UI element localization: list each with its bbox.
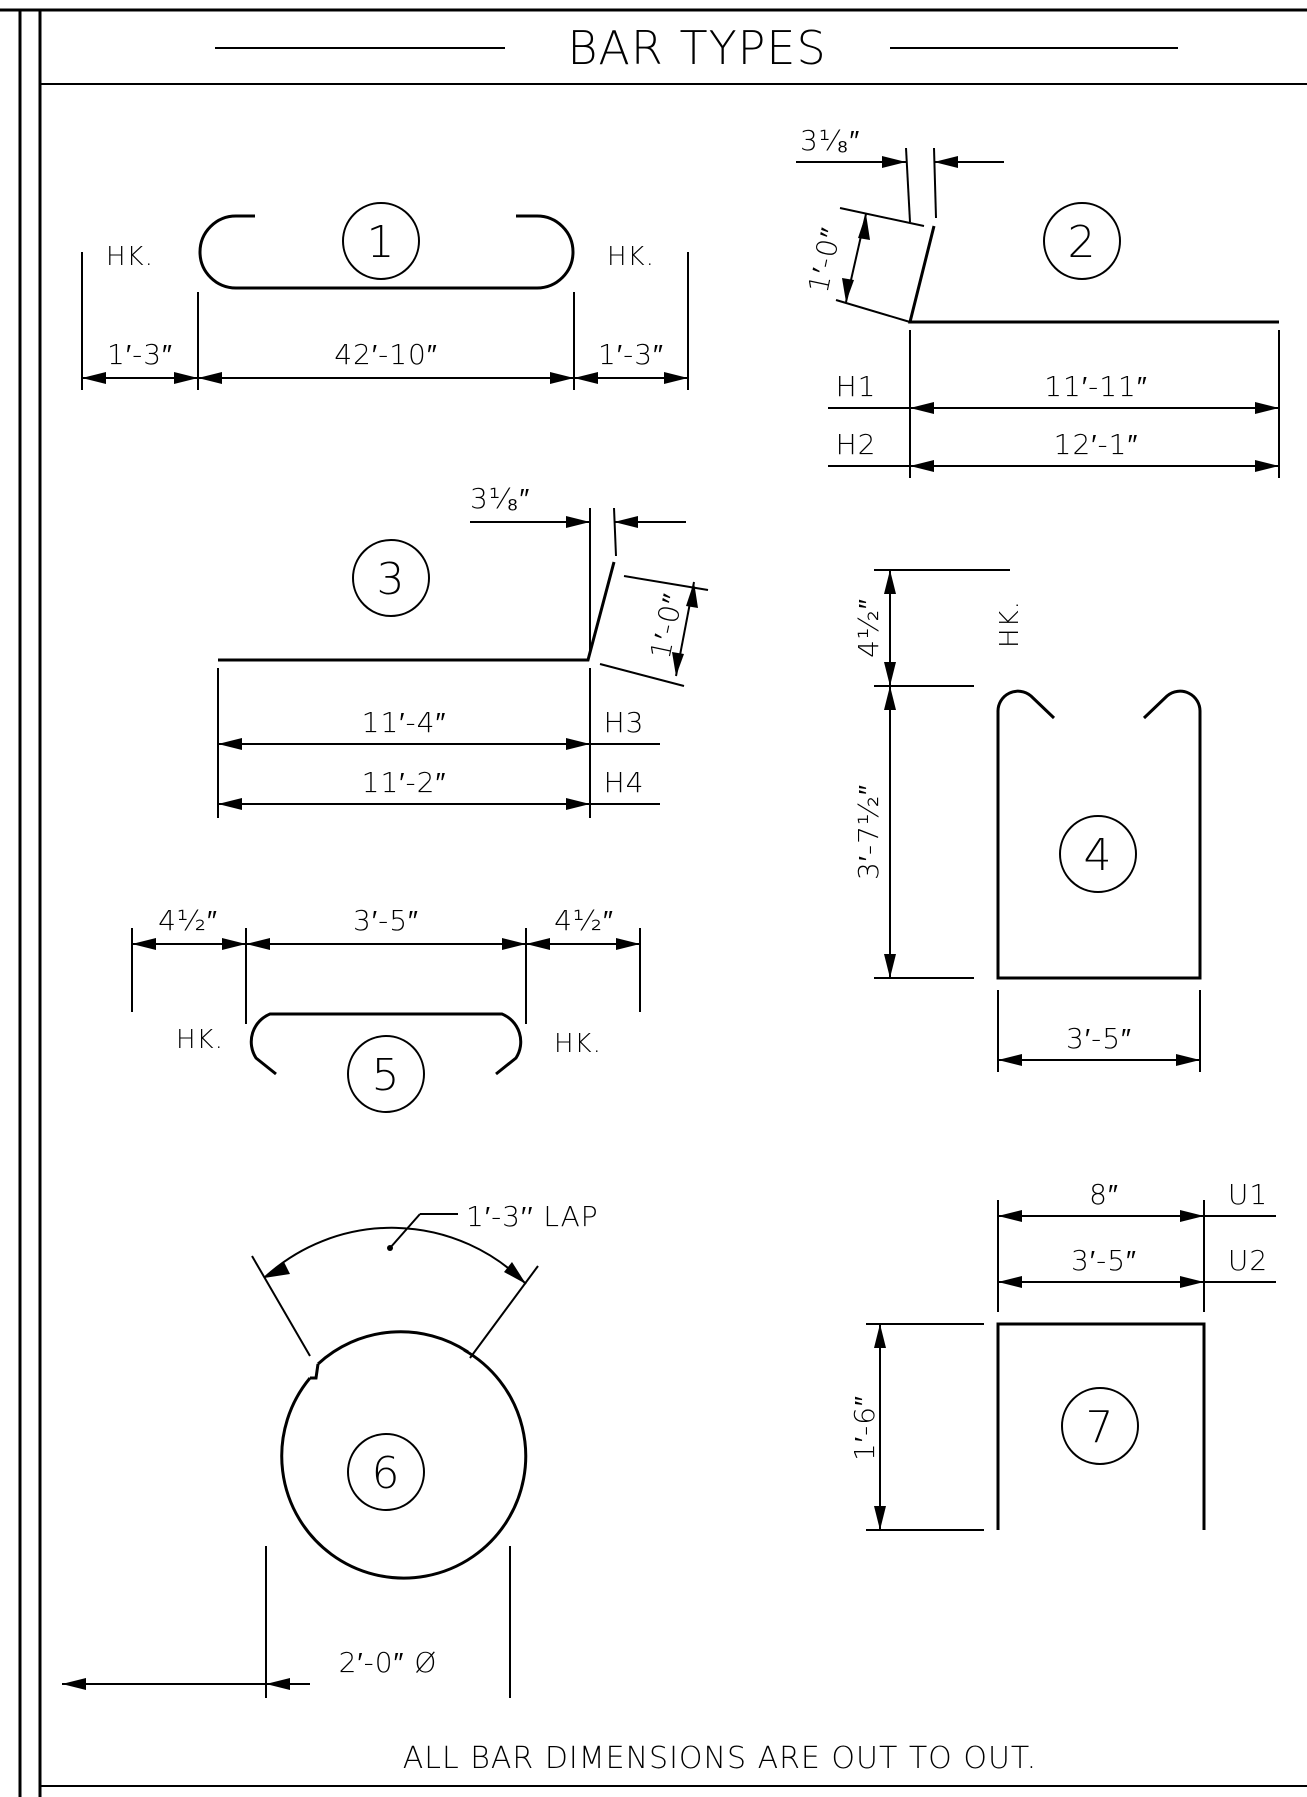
bar-6-number: 6 [372,1448,401,1499]
bar-7-number-circle [1061,1387,1139,1465]
bar-3-number: 3 [377,554,406,605]
bar-4-hook: HK. [995,600,1025,648]
bar-5: 5 HK. HK. 4¹⁄₂″ 3′-5″ 4¹⁄₂″ [131,904,641,1113]
bar-5-hook-left: HK. [176,1025,224,1055]
bar-4-dim-hook: 4¹⁄₂″ [852,598,885,658]
bar-3-mark-h3: H3 [604,706,645,739]
bar-2-offset: 3¹⁄₈″ [800,124,860,157]
bar-7-len-u2: 3′-5″ [1071,1244,1137,1277]
bar-6-shape [280,1330,528,1580]
title-block: BAR TYPES [215,21,1178,75]
bar-5-hook-right: HK. [554,1029,602,1059]
bar-3-shape [218,561,616,662]
bar-3: 3 3¹⁄₈″ 1′-0″ 11′-4″ H3 11′-2″ H4 [217,482,709,818]
bar-7: 7 8″ U1 3′-5″ U2 1′-6″ [848,1178,1276,1531]
bar-1-hook-right: HK. [607,242,655,272]
bar-3-offset: 3¹⁄₈″ [470,482,530,515]
bar-7-mark-u1: U1 [1228,1178,1268,1211]
bar-7-number: 7 [1086,1402,1115,1453]
bar-7-len-u1: 8″ [1089,1178,1119,1211]
bar-1-dim-right: 1′-3″ [598,338,664,371]
bar-3-number-circle [352,539,430,617]
bar-3-len-h4: 11′-2″ [362,766,447,799]
bar-1: 1 HK. HK. 1′-3″ 42′-10″ 1′-3″ [81,202,689,390]
bar-3-mark-h4: H4 [604,766,645,799]
bar-5-dim-right: 4¹⁄₂″ [554,904,614,937]
bar-2: 2 3¹⁄₈″ 1′-0″ H1 11′-11″ H2 12′-1″ [796,124,1280,478]
bar-4-number: 4 [1084,830,1113,881]
bar-1-hook-left: HK. [106,242,154,272]
bar-7-height: 1′-6″ [848,1395,881,1461]
bar-3-len-h3: 11′-4″ [362,706,447,739]
bar-2-leg: 1′-0″ [802,224,848,295]
bar-2-len-h2: 12′-1″ [1054,428,1139,461]
bar-6-lap: 1′-3′′ LAP [466,1200,599,1233]
sheet-frame [0,8,1307,1797]
bar-2-mark-h2: H2 [836,428,877,461]
bar-3-leg: 1′-0″ [644,590,690,661]
bar-4-number-circle [1059,815,1137,893]
dimension-note: ALL BAR DIMENSIONS ARE OUT TO OUT. [403,1741,1037,1776]
bar-5-number: 5 [372,1050,401,1101]
bar-2-number: 2 [1068,217,1097,268]
bar-2-mark-h1: H1 [836,370,877,403]
bar-4-shape [996,689,1202,980]
bar-6: 6 1′-3′′ LAP 2′-0″ Ø [62,1200,599,1698]
bar-1-dim-left: 1′-3″ [107,338,173,371]
bar-5-shape [249,1012,523,1076]
bar-1-number: 1 [367,217,396,268]
bar-1-number-circle [342,202,420,280]
bar-7-mark-u2: U2 [1228,1244,1268,1277]
bar-1-shape [198,214,575,290]
bar-5-dim-main: 3′-5″ [353,904,419,937]
bar-1-dim-main: 42′-10″ [334,338,438,371]
bar-4-dim-width: 3′-5″ [1066,1022,1132,1055]
bar-2-number-circle [1043,202,1121,280]
bar-6-diameter: 2′-0″ Ø [339,1646,438,1679]
bar-7-shape [996,1322,1206,1530]
bar-5-dim-left: 4¹⁄₂″ [158,904,218,937]
bar-2-len-h1: 11′-11″ [1044,370,1148,403]
bar-4: 4 HK. 4¹⁄₂″ 3′-7¹⁄₂″ 3′-5″ [852,569,1202,1072]
bar-5-number-circle [347,1035,425,1113]
bar-6-number-circle [347,1433,425,1511]
page-title: BAR TYPES [567,21,826,75]
bar-4-dim-height: 3′-7¹⁄₂″ [852,784,885,880]
